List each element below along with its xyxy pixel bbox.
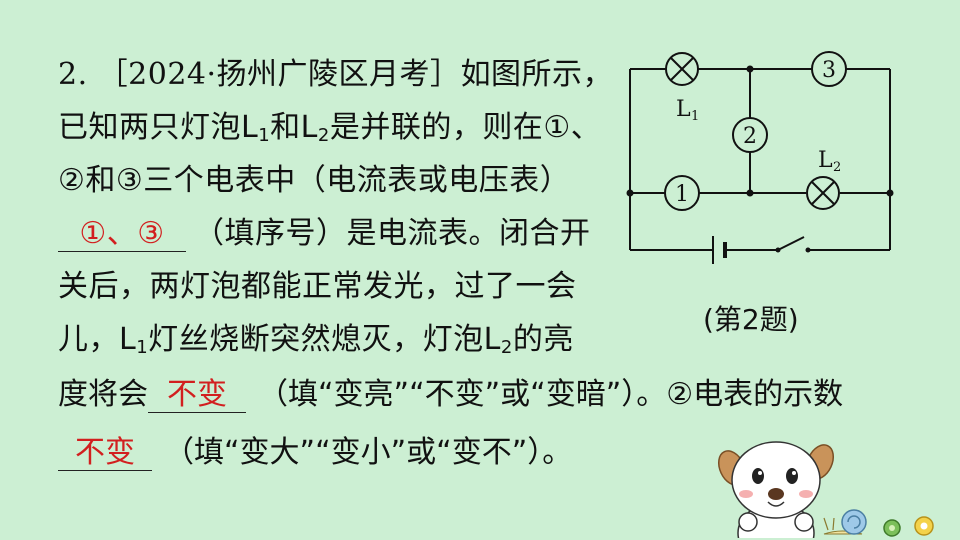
answer-blank-2: 不变 [148,378,246,413]
line6-sub-1: 1 [136,337,149,358]
question-text: 2. ［2024·扬州广陵区月考］如图所示， 已知两只灯泡L1和L2是并联的，则… [58,48,618,366]
question-line-4: ①、③（填序号）是电流表。闭合开 [58,207,618,260]
question-line-5: 关后，两灯泡都能正常发光，过了一会 [58,269,577,304]
lamp-l1 [665,52,699,86]
meter-3 [811,51,847,87]
meter-2 [732,117,768,153]
question-line-1: 2. ［2024·扬州广陵区月考］如图所示， [58,48,618,101]
switch [775,236,811,253]
lamp-l1-label: L [676,97,691,122]
line7-tail: （填“变亮”“不变”或“变暗”）。②电表的示数 [258,377,844,412]
lamp-l1-sub: 1 [691,109,699,124]
junction-dot [886,189,894,197]
line2-part-c: 是并联的，则在①、 [329,110,602,145]
question-line1-tail: 如图所示， [460,57,614,92]
meter-3-label: 3 [822,58,836,83]
meter-2-label: 2 [743,124,757,149]
snail-icon [823,509,867,535]
line2-part-b: 和L [270,110,318,145]
line2-part-a: 已知两只灯泡L [58,110,259,145]
line6-part-a: 儿，L [58,322,137,357]
circuit-diagram: L 1 3 2 1 L 2 [626,51,894,264]
line7-head: 度将会 [58,377,148,412]
meter-1 [664,175,700,211]
puppy-mascot-icon [717,441,934,538]
question-line-3: ②和③三个电表中（电流表或电压表） [58,163,571,198]
line2-sub-1: 1 [258,125,271,146]
lamp-l2-sub: 2 [833,160,841,175]
figure-caption: (第2题) [703,303,799,336]
question-line-2: 已知两只灯泡L1和L2是并联的，则在①、 [58,101,618,154]
battery [712,236,727,264]
line2-sub-2: 2 [317,125,330,146]
lamp-l2 [806,176,840,210]
junction-dot [746,189,754,197]
line8-tail: （填“变大”“变小”或“变不”）。 [164,435,573,470]
junction-dot [626,189,634,197]
shell-icon [883,519,901,537]
line6-part-b: 灯丝烧断突然熄灭，灯泡L [148,322,501,357]
meter-1-label: 1 [675,182,689,207]
question-line-8: 不变 （填“变大”“变小”或“变不”）。 [58,426,938,479]
answer-blank-1: ①、③ [58,217,186,252]
question-line-6: 儿，L1灯丝烧断突然熄灭，灯泡L2的亮 [58,313,618,366]
line4-tail: （填序号）是电流表。闭合开 [194,216,591,251]
line6-sub-2: 2 [500,337,513,358]
flower-icon [914,516,934,536]
question-number: 2. [58,57,88,92]
lamp-l2-label: L [818,148,833,173]
line6-part-c: 的亮 [512,322,574,357]
question-source: ［2024·扬州广陵区月考］ [97,57,461,92]
junction-dot [746,65,754,73]
question-line-7: 度将会不变 （填“变亮”“不变”或“变暗”）。②电表的示数 [58,368,938,421]
answer-blank-3: 不变 [58,436,152,471]
